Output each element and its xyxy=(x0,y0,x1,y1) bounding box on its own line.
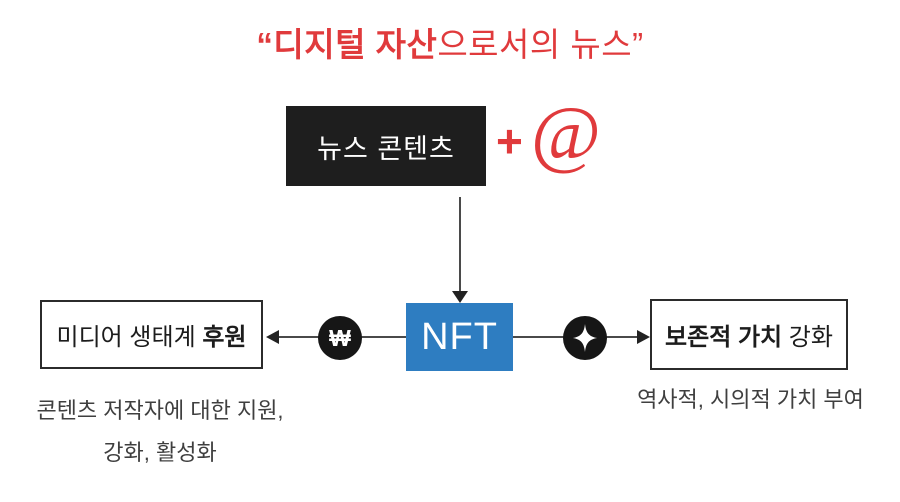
at-symbol-icon: @ xyxy=(531,92,601,176)
left-caption: 콘텐츠 저작자에 대한 지원, 강화, 활성화 xyxy=(0,390,320,474)
won-badge: ₩ xyxy=(318,316,362,360)
media-ecosystem-box: 미디어 생태계 후원 xyxy=(40,300,263,369)
title-emphasis: “디지털 자산 xyxy=(256,26,438,63)
left-caption-line1: 콘텐츠 저작자에 대한 지원, xyxy=(36,398,284,423)
right-caption: 역사적, 시의적 가치 부여 xyxy=(608,385,893,415)
diamond-badge xyxy=(563,316,607,360)
arrow-left-icon xyxy=(266,330,279,344)
media-ecosystem-label: 미디어 생태계 후원 xyxy=(56,324,247,351)
nft-label: NFT xyxy=(421,315,498,358)
preservation-value-label: 보존적 가치 강화 xyxy=(665,324,833,351)
preservation-value-box: 보존적 가치 강화 xyxy=(650,299,848,370)
left-caption-line2: 강화, 활성화 xyxy=(103,440,217,465)
news-content-label: 뉴스 콘텐츠 xyxy=(317,133,455,164)
vertical-connector-line xyxy=(459,197,461,291)
arrow-down-icon xyxy=(452,291,468,303)
diagram-title: “디지털 자산으로서의 뉴스” xyxy=(0,18,900,66)
arrow-right-icon xyxy=(637,330,650,344)
title-rest: 으로서의 뉴스” xyxy=(437,26,644,63)
right-caption-line: 역사적, 시의적 가치 부여 xyxy=(637,387,864,412)
diamond-icon xyxy=(572,324,598,352)
plus-icon: + xyxy=(496,115,523,167)
won-currency-icon: ₩ xyxy=(329,324,351,351)
news-content-box: 뉴스 콘텐츠 xyxy=(286,106,486,186)
nft-box: NFT xyxy=(406,303,513,371)
